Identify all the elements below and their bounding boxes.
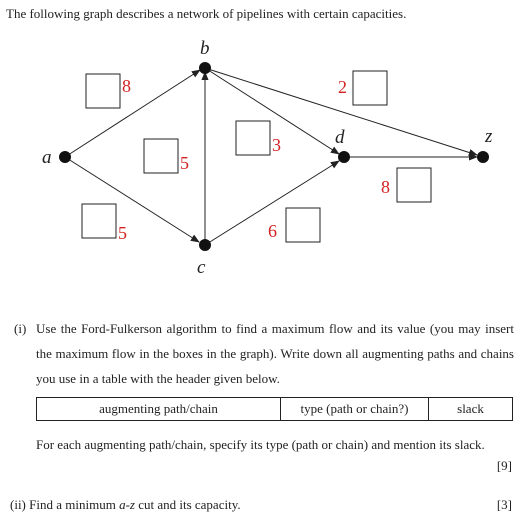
edge-b-d xyxy=(204,67,340,155)
label-z: z xyxy=(484,126,493,147)
header-augmenting-path: augmenting path/chain xyxy=(36,397,281,421)
edge-c-d xyxy=(204,160,340,246)
flow-box-a-c[interactable] xyxy=(81,203,117,239)
node-b xyxy=(199,62,211,74)
question-i-text: Use the Ford-Fulkerson algorithm to find… xyxy=(36,321,514,386)
label-a: a xyxy=(42,147,52,168)
header-type: type (path or chain?) xyxy=(280,397,429,421)
intro-text: The following graph describes a network … xyxy=(6,6,407,21)
label-b: b xyxy=(200,38,210,59)
network-graph: a b c d z 8 5 3 2 8 5 6 xyxy=(42,38,493,278)
cut-symbol: a-z xyxy=(119,497,135,512)
flow-box-b-z[interactable] xyxy=(352,70,388,106)
node-z xyxy=(477,151,489,163)
question-ii-text-before: Find a minimum xyxy=(29,497,120,512)
flow-box-c-b[interactable] xyxy=(143,138,179,174)
capacity-b-z: 2 xyxy=(338,77,347,97)
node-c xyxy=(199,239,211,251)
edge-b-z xyxy=(204,67,478,156)
header-slack: slack xyxy=(428,397,513,421)
capacity-a-c: 5 xyxy=(118,223,127,243)
edge-a-b xyxy=(64,69,201,158)
node-a xyxy=(59,151,71,163)
question-i-number: (i) xyxy=(14,321,27,336)
node-d xyxy=(338,151,350,163)
question-ii-marks: [3] xyxy=(496,497,512,512)
flow-box-a-b[interactable] xyxy=(85,73,121,109)
capacity-a-b: 8 xyxy=(122,76,131,96)
question-ii-number: (ii) xyxy=(10,497,26,512)
question-i: (i) Use the Ford-Fulkerson algorithm to … xyxy=(14,316,514,391)
flow-box-c-d[interactable] xyxy=(285,207,321,243)
capacity-c-b: 5 xyxy=(180,153,189,173)
question-i-marks: [9] xyxy=(496,458,512,473)
flow-box-b-d[interactable] xyxy=(235,120,271,156)
capacity-c-d: 6 xyxy=(268,221,277,241)
question-ii-text-after: cut and its capacity. xyxy=(134,497,241,512)
capacity-d-z: 8 xyxy=(381,177,390,197)
flow-box-d-z[interactable] xyxy=(396,167,432,203)
question-i-followup: For each augmenting path/chain, specify … xyxy=(36,437,485,452)
label-d: d xyxy=(335,127,345,148)
label-c: c xyxy=(197,257,206,278)
edge-a-c xyxy=(64,156,200,243)
augmenting-paths-header-table: augmenting path/chain type (path or chai… xyxy=(36,397,513,421)
question-ii: (ii) Find a minimum a-z cut and its capa… xyxy=(10,497,241,513)
capacity-b-d: 3 xyxy=(272,135,281,155)
